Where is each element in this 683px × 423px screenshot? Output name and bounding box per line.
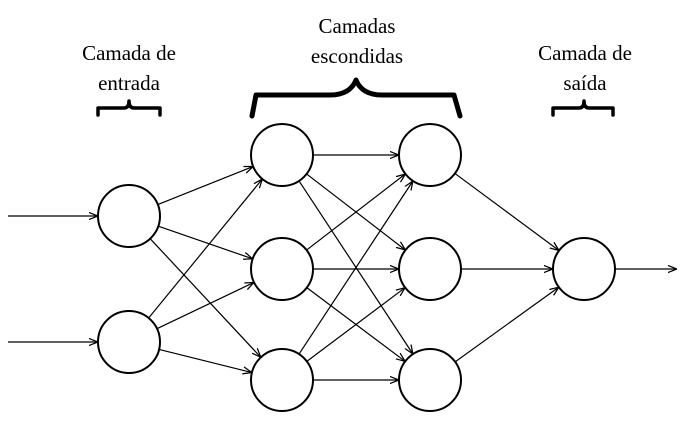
hidden1-neuron-2 [250, 348, 314, 412]
connection-input-0-to-hidden1-2 [149, 238, 260, 357]
connection-input-1-to-hidden1-0 [148, 180, 262, 319]
connection-hidden2-0-to-output-0 [454, 172, 558, 250]
hidden2-neuron-1 [398, 237, 462, 301]
output-layer-label-line-1: Camada de [538, 41, 632, 65]
hidden1-neuron-0 [250, 123, 314, 187]
hidden1-neuron-1 [250, 237, 314, 301]
connection-hidden1-2-to-hidden2-1 [306, 288, 405, 362]
connection-input-0-to-hidden1-0 [157, 167, 252, 206]
hidden-layers-label-line-1: Camadas [319, 14, 396, 38]
output-neuron-0 [552, 237, 616, 301]
connection-input-1-to-hidden1-1 [156, 283, 253, 330]
hidden2-neuron-2 [398, 348, 462, 412]
input-layer-label-line-1: Camada de [82, 41, 176, 65]
connection-hidden2-2-to-output-0 [454, 288, 558, 363]
connections [8, 155, 676, 380]
output-layer-label-line-2: saída [563, 71, 607, 95]
connection-hidden1-2-to-hidden2-0 [298, 182, 412, 355]
connection-input-0-to-hidden1-1 [158, 225, 251, 258]
hidden-layers-brace [249, 77, 463, 119]
input-layer-label-line-2: entrada [98, 71, 160, 95]
input-layer-brace [96, 99, 162, 117]
hidden2-neuron-0 [398, 123, 462, 187]
connection-hidden1-1-to-hidden2-0 [306, 175, 405, 251]
input-neuron-0 [97, 184, 161, 248]
hidden-layers-label-line-2: escondidas [311, 44, 403, 68]
output-layer-brace [551, 99, 615, 117]
neurons [97, 123, 616, 412]
connection-input-1-to-hidden1-2 [158, 348, 251, 372]
input-neuron-1 [97, 310, 161, 374]
